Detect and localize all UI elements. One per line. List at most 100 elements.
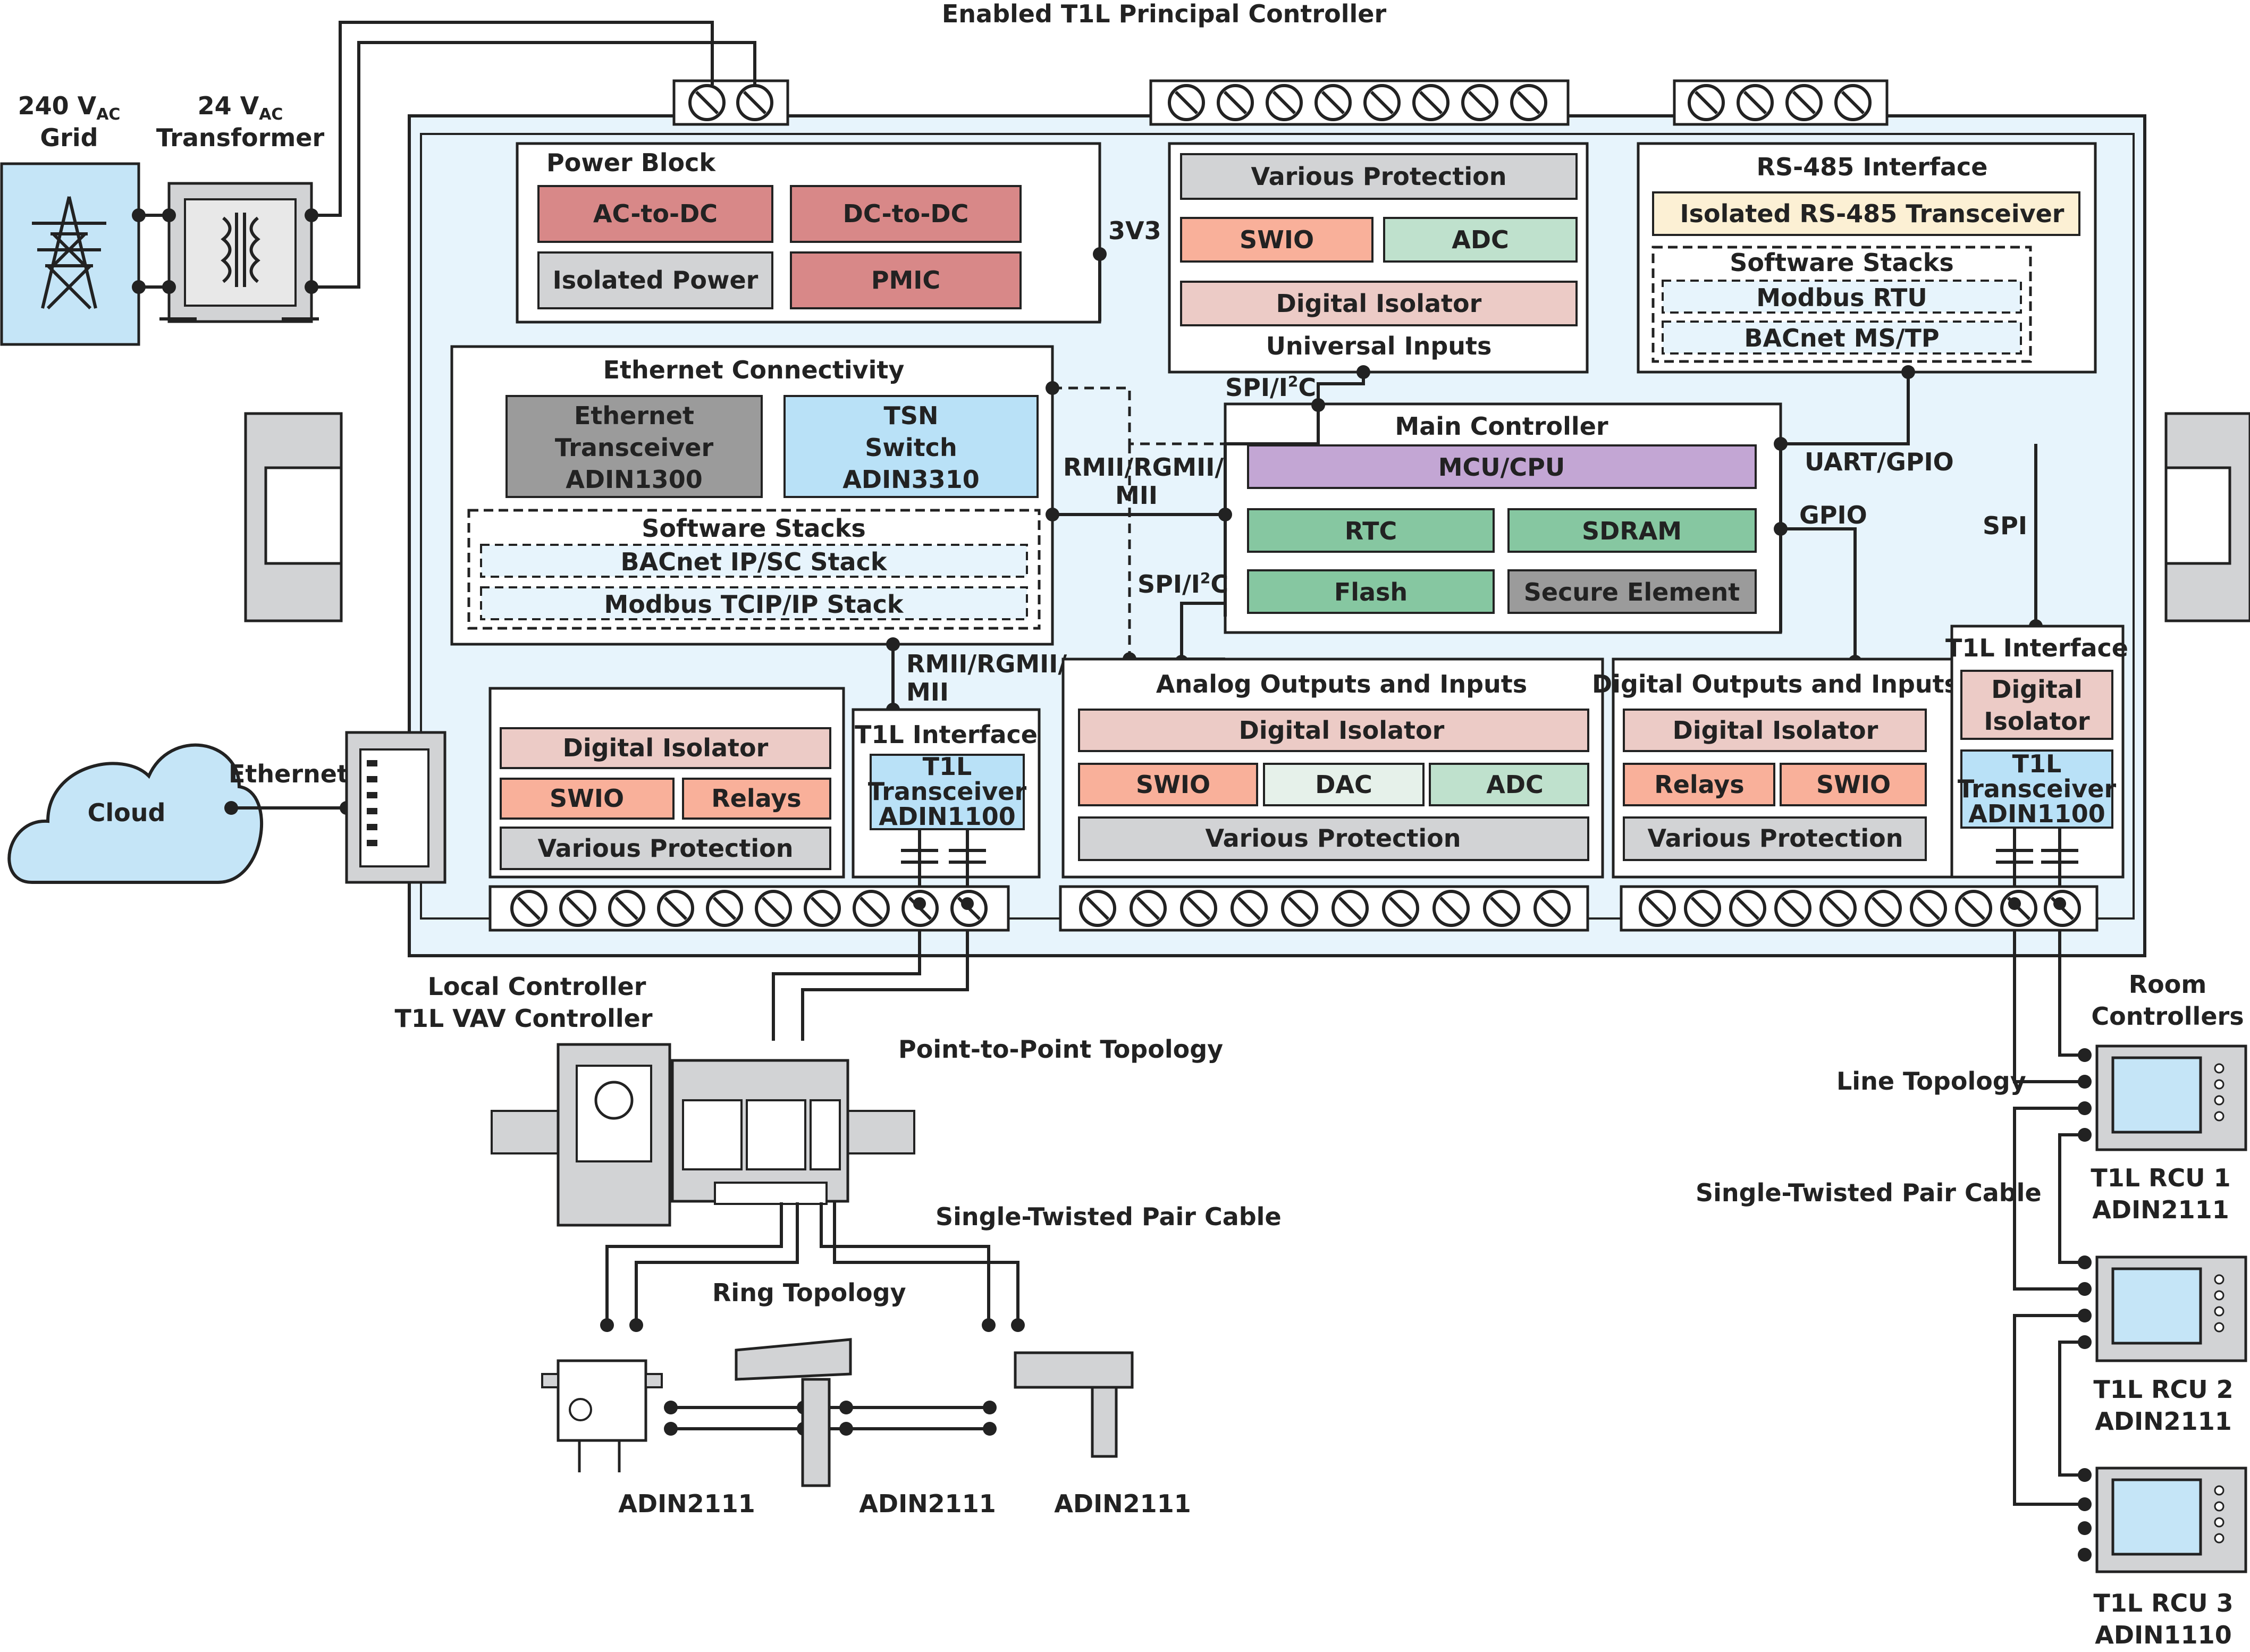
cable-right-label: Single-Twisted Pair Cable (1696, 1178, 2042, 1207)
svg-text:RTC: RTC (1345, 517, 1397, 545)
diagram-title: Enabled T1L Principal Controller (942, 0, 1387, 28)
svg-text:Various Protection: Various Protection (1251, 162, 1507, 191)
svg-text:Modbus RTU: Modbus RTU (1756, 283, 1927, 312)
bus-label-uart: UART/GPIO (1805, 448, 1954, 476)
analog-io-block: Analog Outputs and Inputs Digital Isolat… (1061, 658, 1604, 879)
svg-text:Main Controller: Main Controller (1395, 412, 1608, 441)
svg-text:AC-to-DC: AC-to-DC (593, 199, 718, 228)
local-controller-line2: T1L VAV Controller (394, 1004, 652, 1033)
svg-text:Isolated Power: Isolated Power (553, 266, 759, 294)
din-rail-left (244, 412, 343, 622)
svg-text:RS-485 Interface: RS-485 Interface (1757, 153, 1988, 181)
p2p-topology-label: Point-to-Point Topology (898, 1035, 1223, 1064)
terminal-block-rs485 (1673, 79, 1889, 126)
vav-controller-device (491, 1043, 915, 1227)
sensor-label-2: ADIN2111 (859, 1489, 996, 1518)
svg-text:TSN: TSN (883, 401, 938, 430)
line-topology-cable (2013, 930, 2085, 1506)
io-left-block: Digital Isolator SWIO Relays Various Pro… (488, 687, 845, 879)
svg-text:Switch: Switch (865, 433, 957, 462)
svg-text:Transformer: Transformer (156, 123, 325, 152)
room-controllers-title-1: Room (2129, 970, 2207, 999)
rcu-1-name: T1L RCU 1 (2091, 1164, 2230, 1192)
rcu-2-device (2095, 1255, 2247, 1362)
svg-text:Isolator: Isolator (1984, 707, 2089, 736)
ethernet-connectivity-block: Ethernet Connectivity Ethernet Transceiv… (450, 345, 1054, 646)
cable-left-label: Single-Twisted Pair Cable (936, 1202, 1282, 1231)
rcu-2-name: T1L RCU 2 (2093, 1375, 2233, 1404)
svg-text:Transceiver: Transceiver (555, 433, 714, 462)
svg-text:Modbus TCIP/IP Stack: Modbus TCIP/IP Stack (604, 590, 904, 619)
svg-text:Isolated RS-485 Transceiver: Isolated RS-485 Transceiver (1680, 199, 2064, 228)
svg-text:SDRAM: SDRAM (1582, 517, 1682, 545)
svg-text:PMIC: PMIC (871, 266, 940, 294)
svg-text:DC-to-DC: DC-to-DC (843, 199, 969, 228)
svg-text:Ethernet Connectivity: Ethernet Connectivity (603, 356, 905, 384)
svg-text:24 VAC: 24 VAC (198, 91, 283, 124)
terminal-block-bottom-mid (1059, 885, 1589, 932)
bus-label-gpio: GPIO (1799, 501, 1867, 529)
svg-text:Digital Isolator: Digital Isolator (1673, 716, 1878, 745)
svg-text:Various Protection: Various Protection (538, 834, 794, 863)
sensor-box-icon (541, 1359, 663, 1472)
svg-text:ADIN1300: ADIN1300 (566, 465, 702, 494)
rcu-1-chip: ADIN2111 (2092, 1195, 2229, 1224)
svg-text:Digital Isolator: Digital Isolator (1239, 716, 1445, 745)
pylon-icon (32, 196, 106, 310)
sensor-label-1: ADIN2111 (618, 1489, 755, 1518)
svg-text:Transceiver: Transceiver (868, 777, 1027, 806)
main-controller-block: Main Controller MCU/CPU RTC SDRAM Flash … (1224, 402, 1782, 634)
svg-text:SWIO: SWIO (1136, 770, 1210, 799)
svg-text:Cloud: Cloud (88, 798, 166, 827)
svg-text:Universal Inputs: Universal Inputs (1266, 332, 1492, 360)
svg-text:Relays: Relays (711, 784, 801, 813)
svg-text:T1L Interface: T1L Interface (855, 720, 1038, 749)
svg-text:ADIN1100: ADIN1100 (1968, 799, 2105, 828)
cloud: Cloud (7, 743, 264, 884)
svg-text:T1L Interface: T1L Interface (1945, 634, 2128, 662)
terminal-block-power (672, 79, 789, 126)
bus-label-spi-i2c-mid: SPI/I2C (1137, 569, 1228, 599)
internal-buses-dashed (1052, 386, 1225, 659)
svg-text:ADIN1100: ADIN1100 (879, 802, 1015, 831)
digital-io-block: Digital Outputs and Inputs Digital Isola… (1592, 658, 1959, 879)
svg-text:BACnet IP/SC Stack: BACnet IP/SC Stack (621, 547, 888, 576)
svg-text:Secure Element: Secure Element (1524, 578, 1740, 606)
svg-text:Digital Isolator: Digital Isolator (563, 734, 769, 762)
t1l-interface-right: T1L Interface Digital Isolator T1L Trans… (1945, 625, 2128, 904)
svg-text:T1L: T1L (923, 752, 972, 781)
svg-text:BACnet MS/TP: BACnet MS/TP (1744, 324, 1939, 352)
svg-text:Digital Isolator: Digital Isolator (1276, 289, 1482, 318)
universal-inputs-block: Various Protection SWIO ADC Digital Isol… (1168, 142, 1589, 374)
bus-label-rmii-2: RMII/RGMII/ (906, 650, 1067, 678)
svg-text:DAC: DAC (1315, 770, 1372, 799)
svg-text:MCU/CPU: MCU/CPU (1438, 453, 1565, 482)
sensor-duct-icon (1014, 1351, 1134, 1458)
rcu-2-chip: ADIN2111 (2095, 1407, 2231, 1436)
rj45-port-icon (345, 731, 446, 884)
svg-text:Flash: Flash (1334, 578, 1408, 606)
svg-text:Various Protection: Various Protection (1206, 824, 1461, 853)
svg-text:Various Protection: Various Protection (1648, 824, 1903, 853)
rcu-3-name: T1L RCU 3 (2093, 1589, 2233, 1617)
room-controllers-title-2: Controllers (2091, 1002, 2244, 1031)
svg-text:ADC: ADC (1452, 225, 1509, 254)
rcu-3-chip: ADIN1110 (2095, 1621, 2231, 1649)
bus-label-mii-1: MII (1115, 481, 1158, 510)
svg-text:T1L: T1L (2012, 749, 2062, 778)
rcu-1-device (2095, 1044, 2247, 1151)
grid-power-source: 240 VAC Grid (0, 91, 140, 346)
ethernet-link-label: Ethernet (229, 760, 349, 788)
svg-text:240 VAC: 240 VAC (18, 91, 121, 124)
svg-text:ADC: ADC (1486, 770, 1544, 799)
transformer-coil-icon (221, 213, 260, 287)
terminal-block-universal (1149, 79, 1570, 126)
bus-label-rmii-1: RMII/RGMII/ (1063, 453, 1224, 482)
sensor-probe-icon (735, 1338, 852, 1487)
line-topology-label: Line Topology (1836, 1067, 2026, 1095)
local-controller-line1: Local Controller (428, 972, 646, 1001)
rail-3v3-label: 3V3 (1108, 216, 1161, 245)
svg-text:Digital: Digital (1991, 675, 2082, 704)
svg-text:Analog Outputs and Inputs: Analog Outputs and Inputs (1156, 670, 1527, 698)
